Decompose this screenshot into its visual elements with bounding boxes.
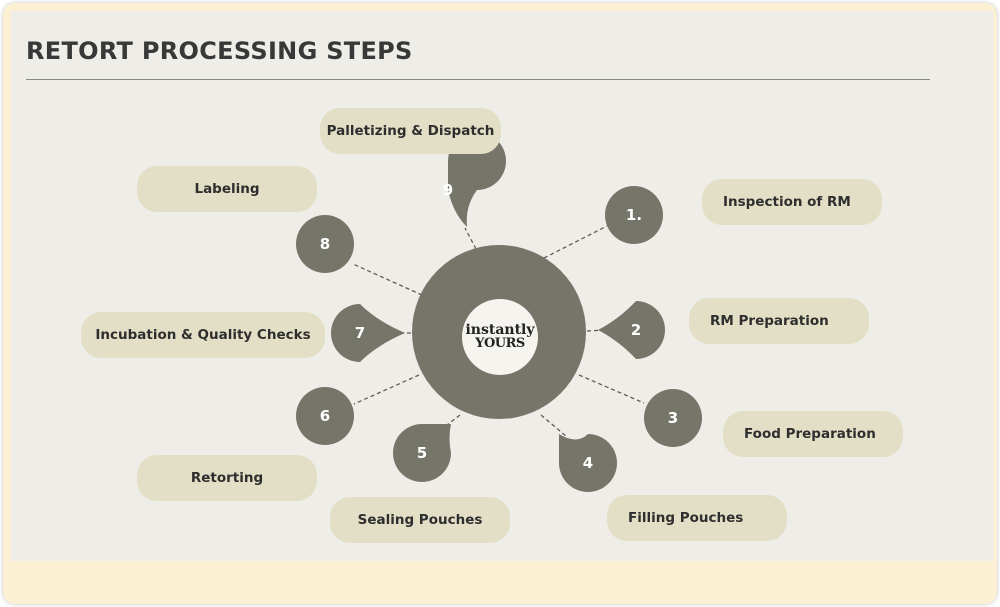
step-number-8: 8 — [319, 235, 331, 253]
step-nodes — [296, 132, 702, 492]
slide: RETORT PROCESSING STEPS — [11, 11, 993, 561]
step-node-3 — [644, 389, 702, 447]
slide-title: RETORT PROCESSING STEPS — [26, 37, 413, 65]
step-label-5: Sealing Pouches — [330, 497, 510, 543]
step-number-5: 5 — [416, 444, 428, 462]
step-node-4 — [559, 434, 617, 492]
title-divider — [26, 79, 930, 80]
connector-4 — [540, 414, 568, 438]
brand-logo: instantly YOURS — [462, 299, 538, 375]
step-label-7: Incubation & Quality Checks — [81, 312, 325, 358]
connector-1 — [543, 225, 608, 259]
step-node-2 — [598, 301, 665, 359]
step-label-4: Filling Pouches — [607, 495, 787, 541]
connector-3 — [578, 374, 645, 404]
step-number-4: 4 — [582, 454, 594, 472]
step-node-5 — [393, 424, 451, 482]
step-label-3: Food Preparation — [723, 411, 903, 457]
step-node-9 — [448, 132, 506, 227]
connector-6 — [353, 374, 420, 405]
step-label-6: Retorting — [137, 455, 317, 501]
step-number-9: 9 — [442, 181, 454, 199]
connector-8 — [352, 263, 423, 296]
step-label-2: RM Preparation — [689, 298, 869, 344]
connector-5 — [446, 414, 461, 426]
logo-line-2: YOURS — [475, 336, 525, 351]
connector-lines — [352, 225, 645, 438]
slide-frame: RETORT PROCESSING STEPS — [3, 3, 997, 604]
process-diagram — [296, 132, 702, 492]
step-number-1: 1. — [625, 206, 643, 224]
step-node-7 — [331, 304, 405, 362]
step-number-7: 7 — [354, 324, 366, 342]
step-number-3: 3 — [667, 409, 679, 427]
step-number-6: 6 — [319, 407, 331, 425]
step-number-2: 2 — [630, 321, 642, 339]
logo-line-1: instantly — [465, 322, 535, 338]
step-label-1: Inspection of RM — [702, 179, 882, 225]
step-label-9: Palletizing & Dispatch — [320, 108, 501, 154]
step-label-8: Labeling — [137, 166, 317, 212]
step-node-8 — [296, 215, 354, 273]
step-node-1 — [605, 186, 663, 244]
connector-9 — [464, 227, 477, 250]
step-node-6 — [296, 387, 354, 445]
